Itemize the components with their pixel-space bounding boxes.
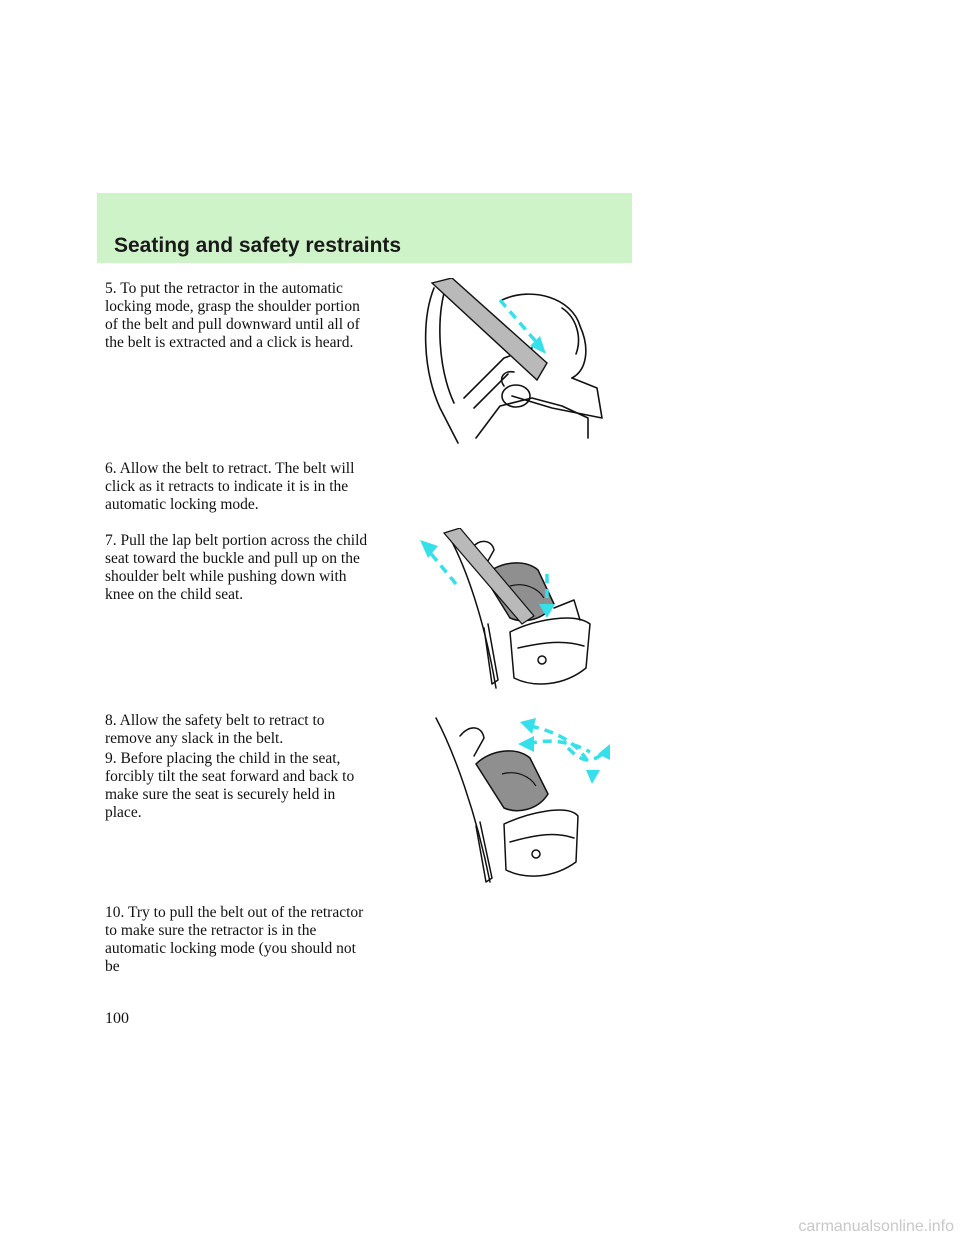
watermark: carmanualsonline.info xyxy=(798,1218,954,1235)
step-10-text: 10. Try to pull the belt out of the retr… xyxy=(105,904,364,975)
step-6-text: 6. Allow the belt to retract. The belt w… xyxy=(105,460,355,513)
retractor-illustration xyxy=(412,278,612,450)
tilt-seat-illustration xyxy=(410,712,620,892)
page-number: 100 xyxy=(105,1010,129,1027)
step-8-text: 8. Allow the safety belt to retract to r… xyxy=(105,712,325,747)
lap-belt-illustration xyxy=(414,528,594,698)
section-title: Seating and safety restraints xyxy=(114,234,402,257)
section-header-band: Seating and safety restraints xyxy=(97,193,632,263)
step-7-text: 7. Pull the lap belt portion across the … xyxy=(105,532,368,603)
step-5-text: 5. To put the retractor in the automatic… xyxy=(105,280,360,351)
step-9-text: 9. Before placing the child in the seat,… xyxy=(105,750,355,821)
